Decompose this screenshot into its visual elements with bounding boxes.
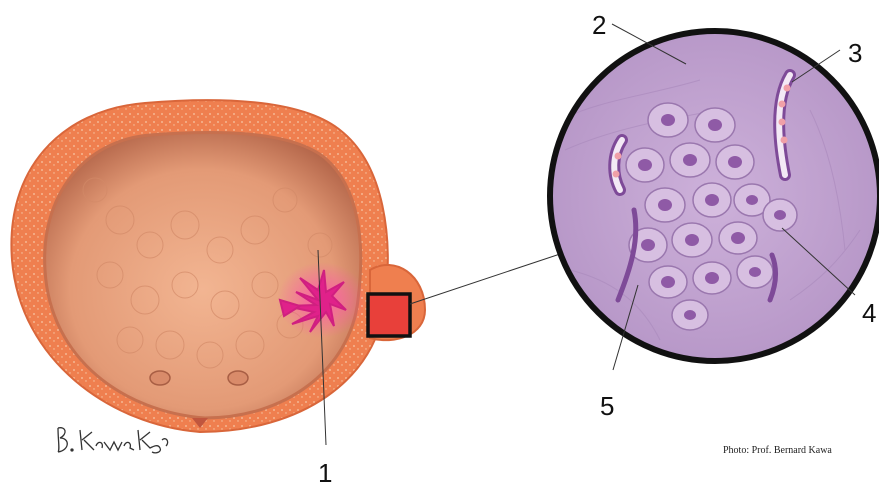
photo-credit: Photo: Prof. Bernard Kawa xyxy=(723,445,832,456)
label-5: 5 xyxy=(600,391,614,421)
label-2: 2 xyxy=(592,10,606,40)
label-4: 4 xyxy=(862,298,876,328)
ureteric-orifice-left xyxy=(150,371,170,385)
label-3: 3 xyxy=(848,38,862,68)
bladder-section xyxy=(11,100,425,432)
zoom-connector-line xyxy=(410,254,560,304)
ureteric-orifice-right xyxy=(228,371,248,385)
zoom-region-box xyxy=(368,294,410,336)
label-1: 1 xyxy=(318,458,332,488)
artist-signature xyxy=(58,428,168,453)
